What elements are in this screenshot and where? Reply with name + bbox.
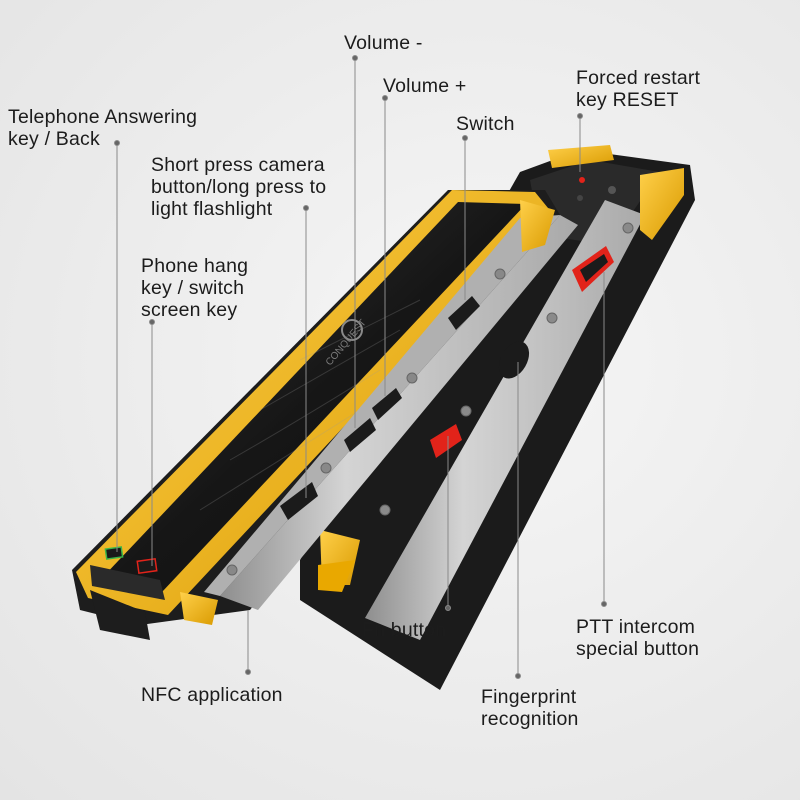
label-fingerprint: Fingerprint recognition: [481, 686, 579, 730]
fn-button: [430, 424, 462, 458]
label-volume-down: Volume -: [344, 32, 423, 54]
label-forced-restart: Forced restart key RESET: [576, 67, 701, 111]
answer-key: [104, 546, 124, 560]
label-camera-button: Short press camera button/long press to …: [151, 154, 327, 220]
volume-down-button: [344, 418, 376, 452]
side-rail-front: [220, 215, 578, 610]
label-volume-up: Volume +: [383, 75, 467, 97]
front-phone: CONQUEST: [72, 190, 578, 640]
ptt-button: [572, 246, 614, 292]
label-fn-button: Fn button: [362, 619, 447, 641]
fingerprint-sensor: [498, 341, 530, 379]
volume-up-button: [372, 388, 402, 420]
label-nfc: NFC application: [141, 684, 283, 706]
camera-button: [280, 482, 318, 520]
screen: [102, 202, 526, 592]
side-rail-back: [365, 200, 645, 640]
label-switch: Switch: [456, 113, 515, 135]
top-bumper-back: [548, 145, 614, 168]
leader-lines: [114, 55, 607, 679]
brand-logo-icon: [341, 319, 363, 341]
hangup-key: [136, 557, 158, 575]
label-phone-hang: Phone hang key / switch screen key: [141, 255, 249, 321]
label-telephone-answering: Telephone Answering key / Back: [8, 106, 198, 150]
switch-button: [448, 296, 480, 330]
label-ptt-button: PTT intercom special button: [576, 616, 700, 660]
